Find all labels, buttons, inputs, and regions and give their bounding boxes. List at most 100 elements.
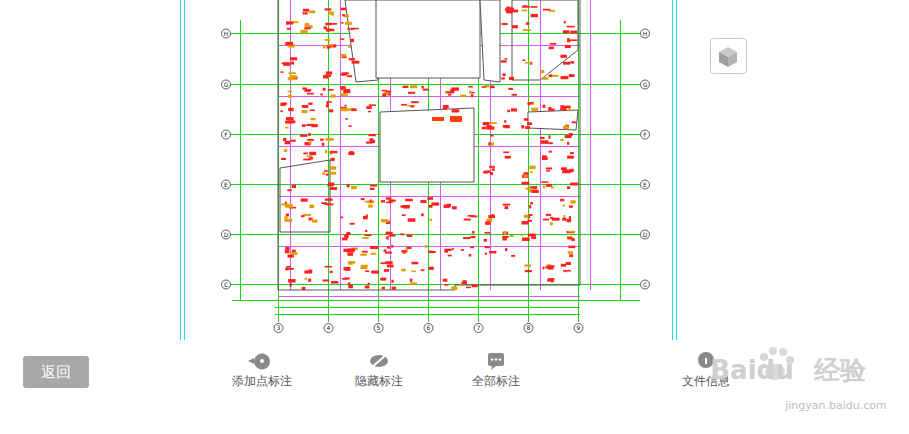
dimension-line xyxy=(275,307,580,308)
annotation-mark xyxy=(361,265,368,267)
annotation-mark xyxy=(490,135,493,137)
annotation-mark xyxy=(363,216,368,219)
annotation-mark xyxy=(323,88,326,91)
annotation-mark xyxy=(505,206,509,209)
annotation-mark xyxy=(284,216,288,218)
annotation-mark xyxy=(444,205,450,208)
annotation-mark xyxy=(450,116,462,122)
annotation-mark xyxy=(331,158,335,160)
annotation-mark xyxy=(349,151,352,154)
annotation-mark xyxy=(472,284,478,287)
annotation-mark xyxy=(431,202,439,205)
annotation-mark xyxy=(302,287,306,290)
grid-axis-label: H xyxy=(643,31,648,37)
annotation-mark xyxy=(351,108,356,111)
annotation-mark xyxy=(470,247,474,249)
annotation-mark xyxy=(323,45,326,48)
toolbar-label: 添加点标注 xyxy=(232,375,292,387)
annotation-mark xyxy=(550,43,557,45)
annotation-mark xyxy=(569,74,575,77)
grid-bubble xyxy=(222,130,231,139)
annotation-mark xyxy=(340,93,347,96)
annotation-mark xyxy=(563,215,565,218)
annotation-mark xyxy=(360,254,367,256)
annotation-mark xyxy=(525,270,532,272)
annotation-mark xyxy=(565,45,571,48)
annotation-mark xyxy=(429,251,436,253)
annotation-mark xyxy=(524,264,531,266)
annotation-mark xyxy=(512,25,518,28)
annotation-mark xyxy=(524,215,529,218)
annotation-mark xyxy=(320,93,323,95)
annotation-mark xyxy=(370,246,378,249)
annotation-mark xyxy=(340,86,346,89)
annotation-mark xyxy=(444,284,448,286)
annotation-mark xyxy=(305,278,308,280)
annotation-mark xyxy=(344,277,350,279)
annotation-mark xyxy=(300,134,307,137)
annotation-mark xyxy=(405,199,413,201)
annotation-mark xyxy=(410,85,417,88)
annotation-mark xyxy=(380,278,386,281)
annotation-mark xyxy=(365,234,372,236)
annotation-mark xyxy=(287,22,294,25)
annotation-mark xyxy=(469,254,472,256)
annotation-mark xyxy=(341,54,347,56)
annotation-mark xyxy=(371,271,379,274)
annotation-mark xyxy=(328,89,334,91)
annotation-mark xyxy=(569,206,573,208)
annotation-mark xyxy=(546,266,553,269)
annotation-mark xyxy=(309,205,314,208)
annotation-mark xyxy=(330,151,338,153)
annotation-mark xyxy=(370,138,374,141)
annotation-mark xyxy=(288,95,292,98)
grid-axis-label: 3 xyxy=(277,325,281,331)
annotation-mark xyxy=(525,126,530,129)
annotation-mark xyxy=(366,142,372,144)
annotation-mark xyxy=(527,122,532,125)
annotation-mark xyxy=(550,217,553,219)
annotation-mark xyxy=(505,58,508,60)
grid-axis-label: F xyxy=(224,132,227,138)
annotation-mark xyxy=(340,108,348,111)
annotation-mark xyxy=(503,125,507,128)
viewer-frame xyxy=(181,0,677,340)
annotation-mark xyxy=(327,46,331,49)
watermark: Baidu xyxy=(710,357,793,383)
annotation-mark xyxy=(389,200,396,202)
annotation-mark xyxy=(549,74,552,77)
annotation-mark xyxy=(504,120,506,122)
building-outline xyxy=(278,0,580,290)
annotation-mark xyxy=(304,89,310,92)
annotation-mark xyxy=(348,285,353,288)
annotation-mark xyxy=(340,216,343,218)
annotation-mark xyxy=(572,121,576,123)
annotation-mark xyxy=(561,167,567,170)
annotation-mark xyxy=(521,234,524,236)
annotation-mark xyxy=(460,95,466,98)
annotation-mark xyxy=(292,250,296,253)
grid-axis-label: 6 xyxy=(427,325,431,331)
annotation-mark xyxy=(546,184,552,187)
annotation-mark xyxy=(472,231,475,234)
annotation-mark xyxy=(366,106,372,109)
annotation-mark xyxy=(402,214,406,216)
grid-axis-label: 4 xyxy=(327,325,331,331)
annotation-mark xyxy=(570,200,575,203)
annotation-mark xyxy=(529,205,531,208)
annotation-mark xyxy=(304,27,310,29)
annotation-mark xyxy=(285,127,289,129)
annotation-mark xyxy=(361,198,365,200)
annotation-mark xyxy=(320,139,324,141)
grid-bubble xyxy=(374,324,383,333)
annotation-mark xyxy=(564,21,566,23)
annotation-mark xyxy=(342,238,348,241)
annotation-mark xyxy=(309,141,311,144)
annotation-mark xyxy=(560,199,564,202)
annotation-mark xyxy=(281,158,286,160)
annotation-mark xyxy=(463,237,470,239)
annotation-mark xyxy=(549,47,554,50)
annotation-mark xyxy=(283,62,290,65)
annotation-mark xyxy=(325,138,333,141)
annotation-mark xyxy=(365,230,367,232)
